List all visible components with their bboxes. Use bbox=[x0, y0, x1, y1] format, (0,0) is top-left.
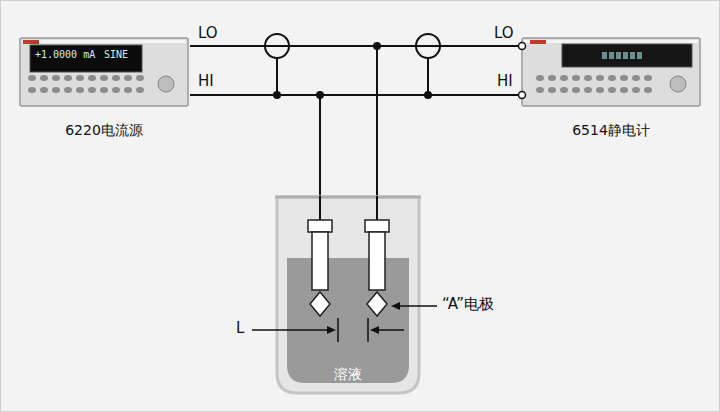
control-knob bbox=[158, 76, 174, 92]
front-panel-button bbox=[52, 75, 60, 81]
terminal-name: HI bbox=[198, 73, 214, 90]
front-panel-button bbox=[136, 75, 144, 81]
front-panel-button bbox=[28, 75, 36, 81]
current-source-instrument: 6220电流源 bbox=[18, 36, 190, 108]
display-digit bbox=[630, 52, 635, 59]
front-panel-button bbox=[572, 75, 580, 81]
front-panel-button bbox=[632, 75, 640, 81]
brand-logo bbox=[23, 40, 39, 44]
electrometer-instrument-drawing bbox=[520, 36, 702, 108]
beaker: 溶液 bbox=[273, 193, 423, 398]
instrument-name: 6514静电计 bbox=[572, 122, 650, 140]
signal-wire bbox=[190, 94, 520, 96]
terminal-jack bbox=[519, 92, 526, 99]
front-panel-button bbox=[560, 75, 568, 81]
leader-arrow bbox=[391, 302, 437, 310]
front-panel-button bbox=[100, 87, 108, 93]
front-panel-button bbox=[88, 87, 96, 93]
instrument-body bbox=[20, 38, 188, 106]
display-readout: SINE bbox=[104, 49, 128, 60]
front-panel-button bbox=[28, 87, 36, 93]
front-panel-button bbox=[644, 87, 652, 93]
front-panel-button bbox=[584, 75, 592, 81]
electrode-callout: “A”电极 bbox=[442, 296, 494, 313]
front-panel-button bbox=[112, 87, 120, 93]
display-digit bbox=[602, 52, 607, 59]
solution-label: 溶液 bbox=[334, 366, 362, 384]
front-panel-button bbox=[620, 75, 628, 81]
front-panel-button bbox=[644, 75, 652, 81]
front-panel-button bbox=[536, 75, 544, 81]
front-panel-button bbox=[536, 87, 544, 93]
front-panel-button bbox=[76, 75, 84, 81]
display-screen bbox=[30, 45, 142, 72]
front-panel-button bbox=[52, 87, 60, 93]
signal-wire bbox=[190, 45, 520, 47]
front-panel-button bbox=[136, 87, 144, 93]
dimension-mark bbox=[367, 318, 369, 342]
front-panel-button bbox=[620, 87, 628, 93]
front-panel-button bbox=[608, 75, 616, 81]
front-panel-button bbox=[596, 75, 604, 81]
front-panel-button bbox=[124, 87, 132, 93]
instrument-trim bbox=[524, 40, 698, 43]
front-panel-button bbox=[100, 75, 108, 81]
front-panel-button bbox=[76, 87, 84, 93]
display-digit bbox=[609, 52, 614, 59]
front-panel-button bbox=[572, 87, 580, 93]
display-readout: +1.0000 mA bbox=[35, 49, 95, 60]
front-panel-button bbox=[40, 75, 48, 81]
front-panel-button bbox=[548, 75, 556, 81]
wire bbox=[319, 95, 321, 197]
terminal-name: HI bbox=[497, 73, 513, 90]
front-panel-button bbox=[632, 87, 640, 93]
terminal-name: LO bbox=[198, 25, 218, 42]
dimension-arrow bbox=[370, 326, 404, 334]
beaker-glass bbox=[277, 197, 419, 393]
electrode bbox=[308, 196, 332, 316]
display-digit bbox=[616, 52, 621, 59]
current-source-instrument-drawing bbox=[18, 36, 190, 108]
control-knob bbox=[670, 76, 686, 92]
solution-liquid bbox=[287, 258, 409, 383]
display-digit bbox=[637, 52, 642, 59]
instrument-name: 6220电流源 bbox=[65, 122, 143, 140]
front-panel-button bbox=[88, 75, 96, 81]
wire bbox=[376, 46, 378, 197]
electrode bbox=[365, 196, 389, 316]
front-panel-button bbox=[548, 87, 556, 93]
wire bbox=[276, 58, 278, 95]
front-panel-button bbox=[40, 87, 48, 93]
front-panel-button bbox=[112, 75, 120, 81]
dimension-mark bbox=[337, 318, 339, 342]
display-digit bbox=[623, 52, 628, 59]
terminal-name: LO bbox=[494, 25, 514, 42]
front-panel-button bbox=[596, 87, 604, 93]
front-panel-button bbox=[124, 75, 132, 81]
electrometer-instrument: 6514静电计 bbox=[520, 36, 702, 108]
dimension-label: L bbox=[236, 320, 244, 337]
instrument-trim bbox=[22, 40, 186, 43]
front-panel-button bbox=[64, 75, 72, 81]
beaker-rim bbox=[275, 196, 421, 199]
wire bbox=[427, 58, 429, 95]
front-panel-button bbox=[560, 87, 568, 93]
brand-logo bbox=[530, 40, 546, 44]
display-screen bbox=[562, 44, 692, 67]
instrument-body bbox=[522, 38, 700, 106]
terminal-jack bbox=[519, 43, 526, 50]
front-panel-button bbox=[64, 87, 72, 93]
front-panel-button bbox=[584, 87, 592, 93]
front-panel-button bbox=[608, 87, 616, 93]
dimension-arrow bbox=[252, 326, 336, 334]
